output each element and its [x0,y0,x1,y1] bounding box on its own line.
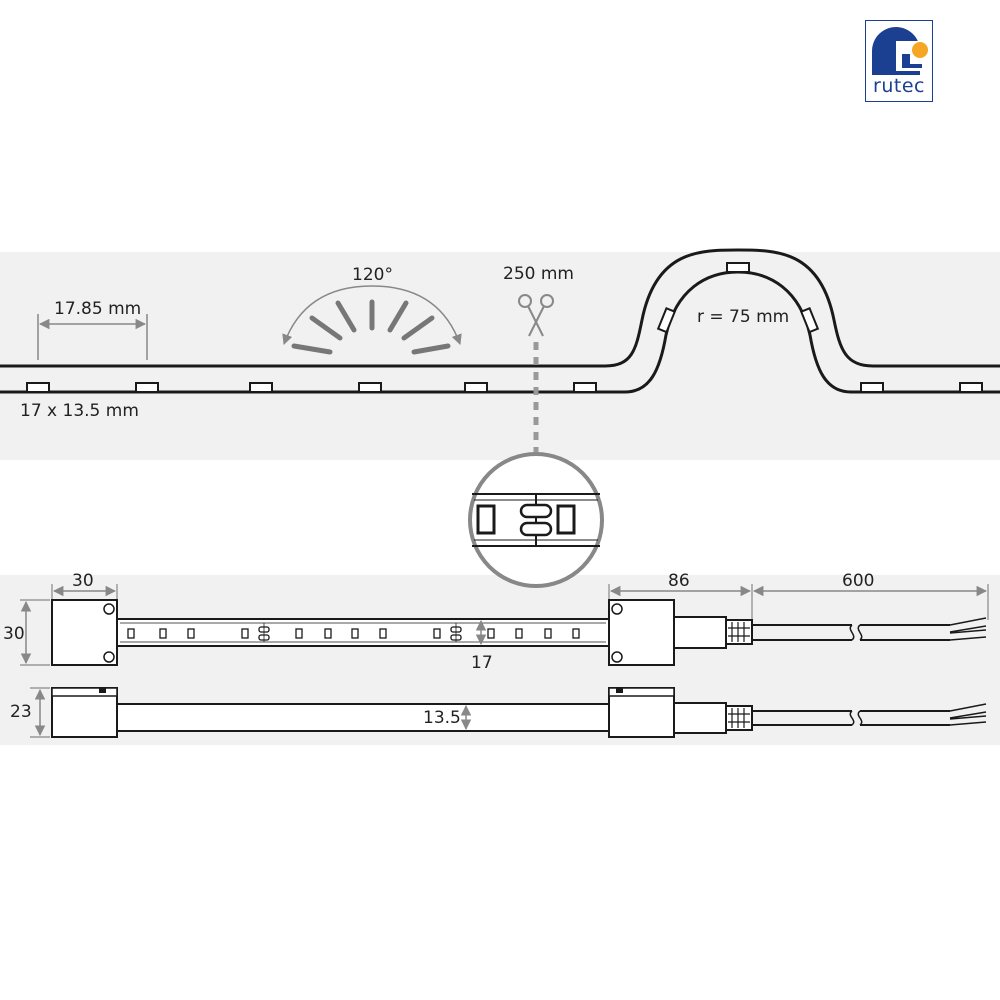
magnifier-circle [468,452,604,588]
side-view-strip [0,248,1000,394]
strip-width-label: 17 [471,653,493,673]
led-chip [656,307,677,334]
rutec-logo: rutec [865,20,933,102]
logo-mark-icon [872,27,928,75]
led-chip [959,382,983,393]
end-cap-height-label: 30 [3,624,25,644]
led-chip [799,307,820,334]
led-chip [860,382,884,393]
logo-text: rutec [873,75,925,97]
led-chip [249,382,273,393]
front-view [30,687,987,738]
scissors-icon [518,294,554,337]
beam-angle-rays [291,299,451,355]
beam-angle-label: 120° [352,265,393,285]
led-size-label: 17 x 13.5 mm [20,401,139,421]
cable-length-label: 600 [842,571,875,591]
cut-interval-label: 250 mm [503,264,574,284]
background-band-top [0,252,1000,460]
beam-angle-arc [282,285,462,345]
led-chip [726,262,750,273]
end-cap-width-label: 30 [72,571,94,591]
strip-height-label: 13.5 [423,708,461,728]
led-chip [26,382,50,393]
bend-radius-label: r = 75 mm [697,307,790,327]
led-chip [464,382,488,393]
front-cap-height-label: 23 [10,702,32,722]
led-chip [135,382,159,393]
top-view [20,584,989,666]
led-chip [573,382,597,393]
connector-length-label: 86 [668,571,690,591]
pitch-label: 17.85 mm [54,299,142,319]
led-chip [358,382,382,393]
pitch-dimension [37,314,148,360]
